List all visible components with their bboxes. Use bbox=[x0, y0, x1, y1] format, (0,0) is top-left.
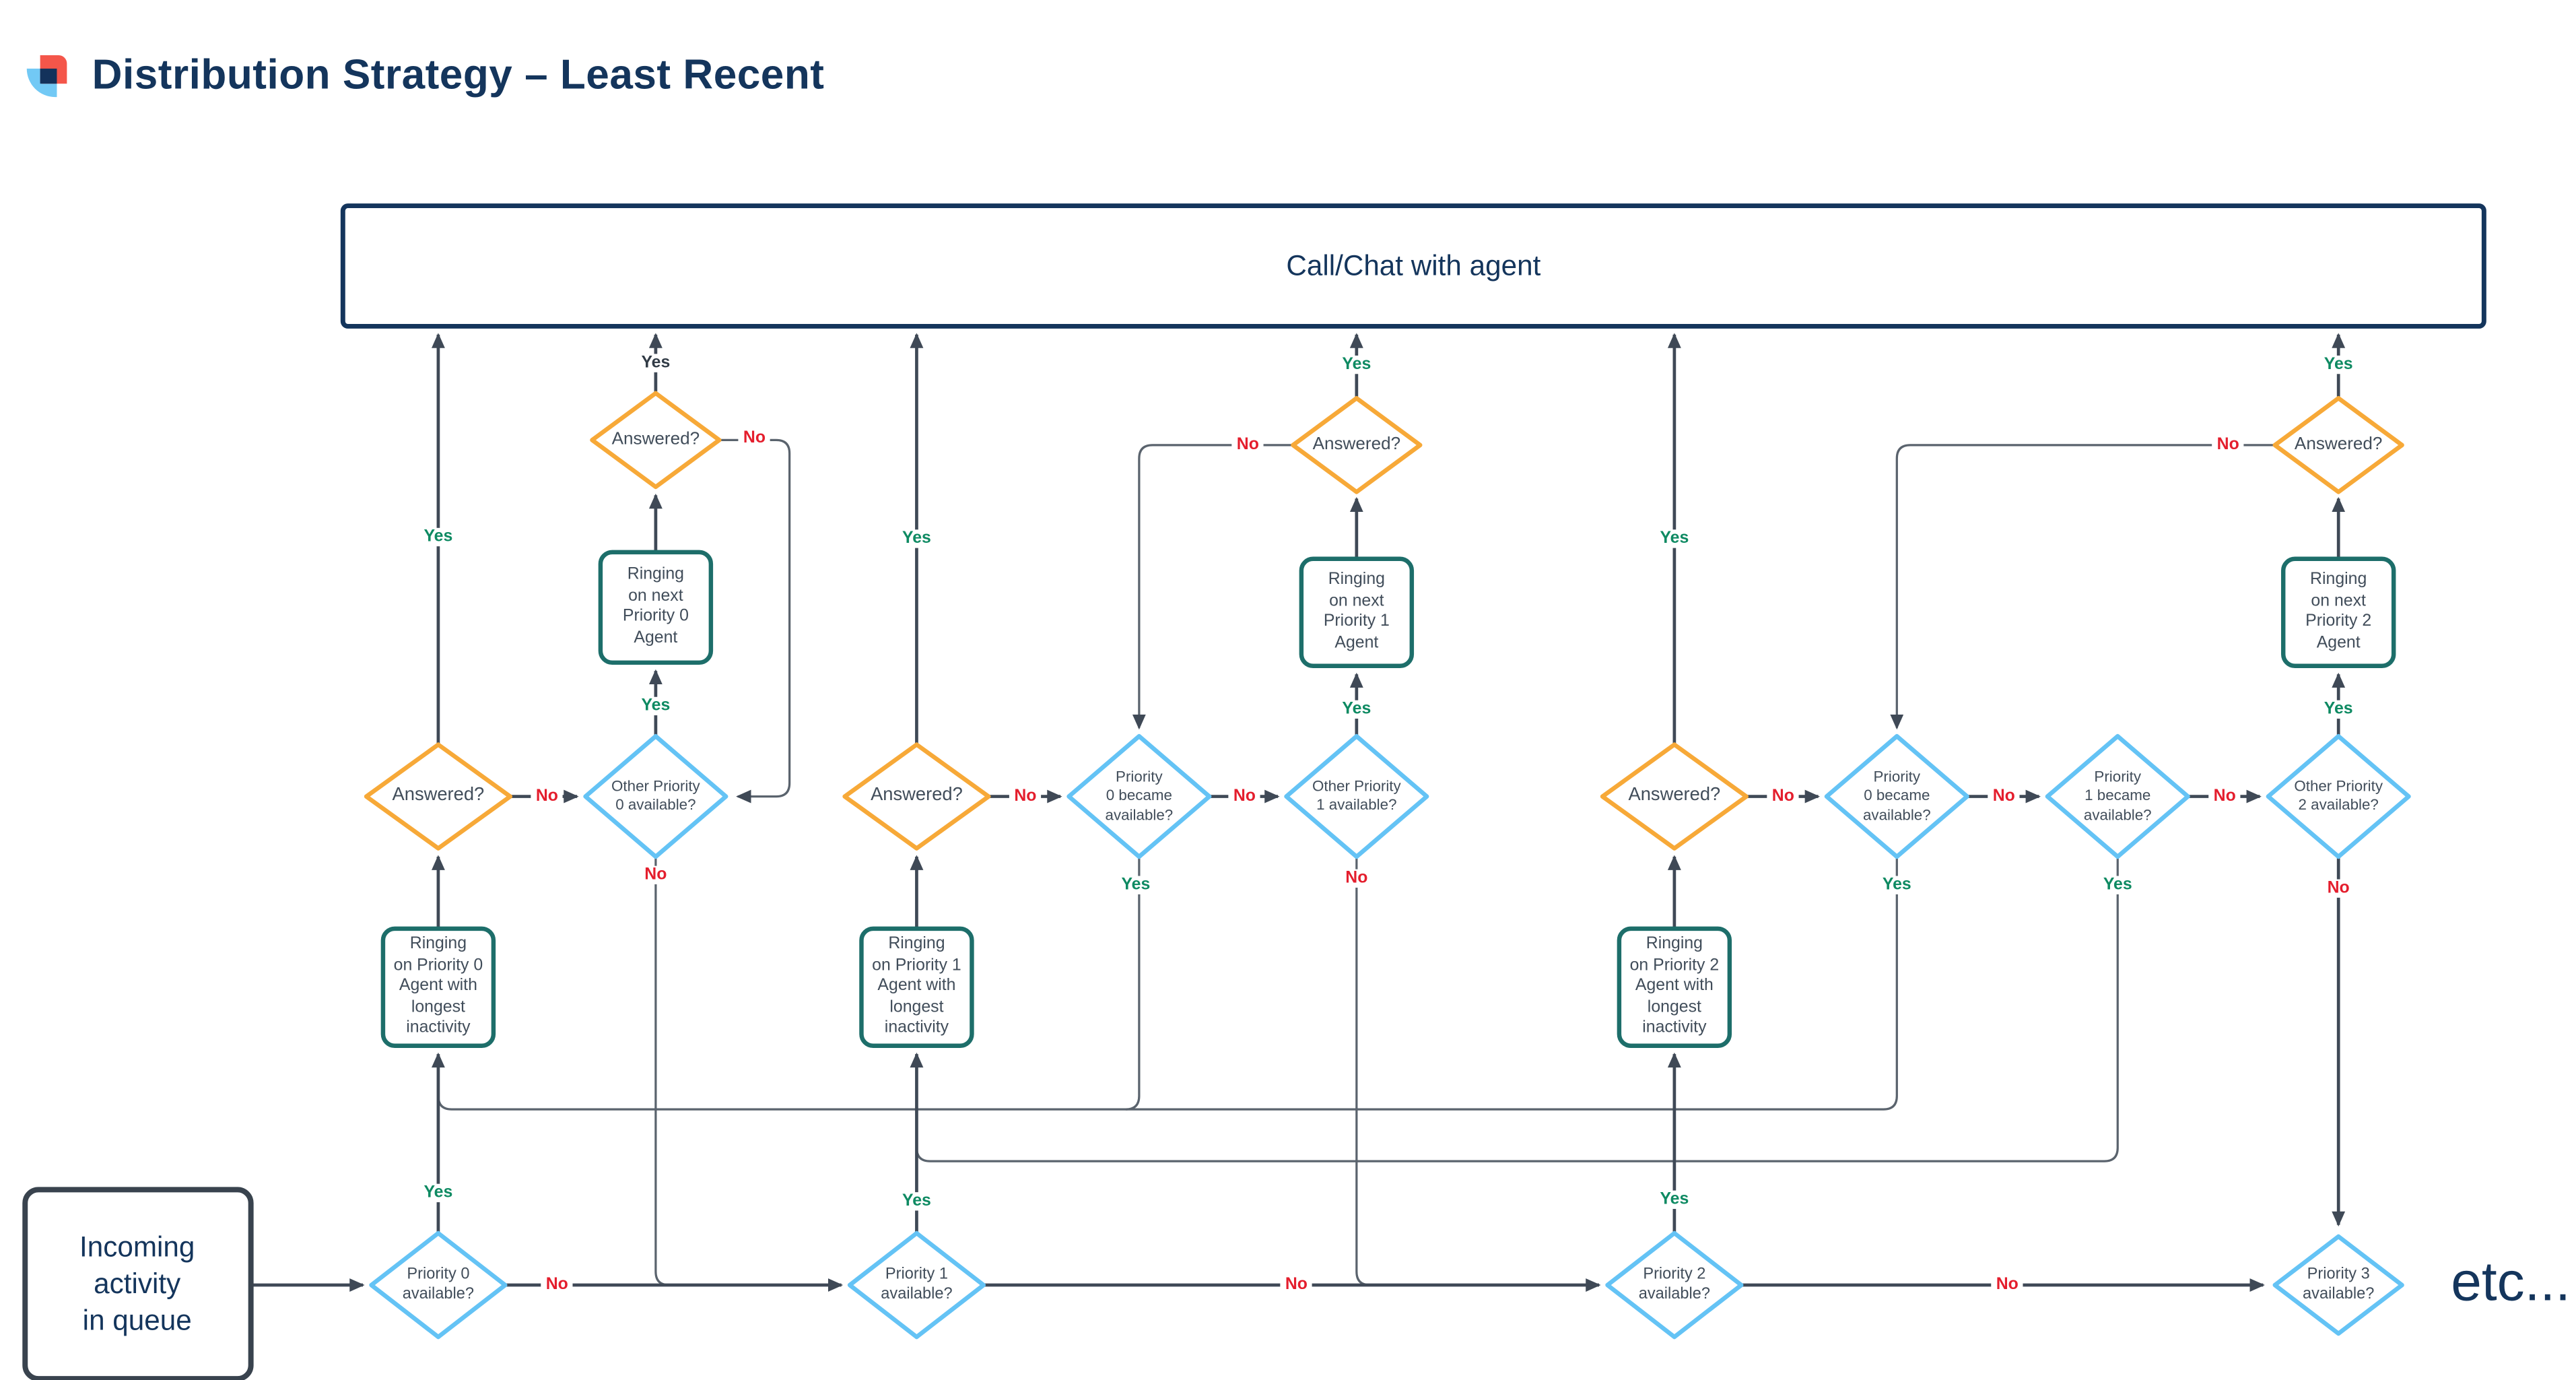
label-yes-mid-g2: Yes bbox=[897, 529, 937, 548]
label-no-p0-avail: No bbox=[541, 1276, 574, 1294]
label-no-mid-g2: No bbox=[1009, 787, 1042, 806]
label-no-p2-avail: No bbox=[1991, 1276, 2024, 1294]
label-yes-top-g1: Yes bbox=[636, 354, 675, 372]
label-yes-p1-avail: Yes bbox=[897, 1192, 937, 1211]
logo-navy-shape bbox=[40, 68, 57, 84]
label-no-other-p0: No bbox=[639, 865, 672, 885]
label-yes-top-g2: Yes bbox=[1336, 355, 1376, 374]
main-connectors bbox=[250, 333, 2346, 1292]
label-yes-mid-g1: Yes bbox=[419, 527, 458, 547]
label-no-mid-g3: No bbox=[1767, 787, 1800, 806]
label-yes-p2-avail: Yes bbox=[1655, 1190, 1694, 1209]
app-logo-icon bbox=[26, 55, 69, 98]
label-no-p0became-to-p1became: No bbox=[1988, 787, 2021, 806]
etc-label: etc... bbox=[2451, 1249, 2571, 1312]
label-no-other-p2: No bbox=[2322, 879, 2355, 898]
label-yes-other-p2: Yes bbox=[2319, 700, 2359, 719]
label-yes-other-p1: Yes bbox=[1336, 700, 1376, 719]
process-shapes bbox=[22, 203, 2486, 1380]
availability-diamonds bbox=[369, 733, 2411, 1340]
answered-diamonds bbox=[364, 391, 2404, 851]
label-yes-other-p0: Yes bbox=[636, 696, 675, 716]
label-no-top-g1: No bbox=[738, 429, 771, 448]
label-yes-p1-became-g3: Yes bbox=[2098, 876, 2138, 894]
label-yes-p0-became-g3: Yes bbox=[1877, 876, 1917, 894]
label-yes-mid-g3: Yes bbox=[1655, 529, 1694, 548]
label-no-top-g2: No bbox=[1231, 436, 1264, 455]
label-no-p0became-to-otherp1: No bbox=[1228, 787, 1261, 806]
label-yes-p0-avail: Yes bbox=[419, 1183, 458, 1203]
label-yes-top-g3: Yes bbox=[2319, 355, 2359, 374]
label-no-other-p1: No bbox=[1340, 869, 1373, 888]
label-yes-p0-became-g2: Yes bbox=[1116, 876, 1155, 894]
page-title: Distribution Strategy – Least Recent bbox=[92, 52, 825, 99]
label-no-mid-g1: No bbox=[531, 787, 564, 806]
label-no-p1became-to-otherp2: No bbox=[2208, 787, 2241, 806]
label-no-top-g3: No bbox=[2212, 436, 2245, 455]
label-no-p1-avail: No bbox=[1280, 1276, 1313, 1294]
